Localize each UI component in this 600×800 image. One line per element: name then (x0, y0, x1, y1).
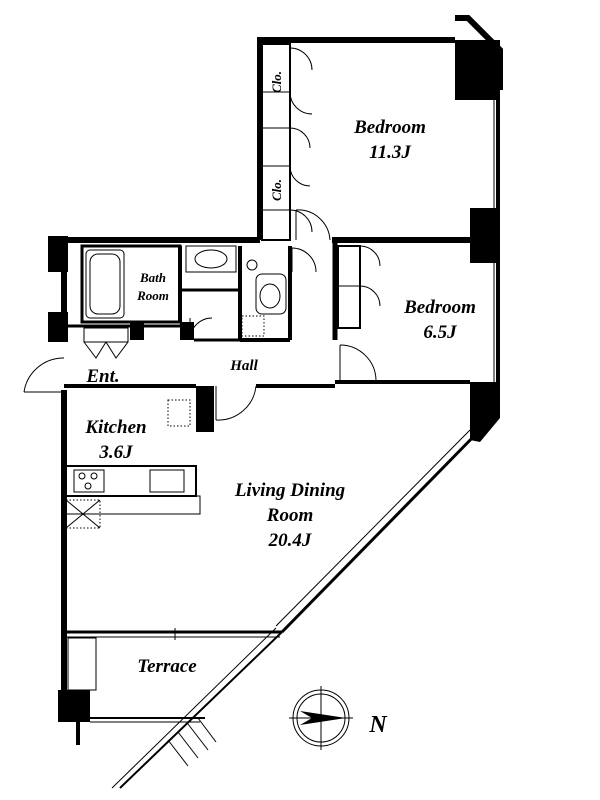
kitchen-name: Kitchen (84, 417, 146, 438)
living-name-line2: Room (266, 505, 313, 526)
compass-label: N (368, 712, 388, 738)
closet-label-top: Clo. (269, 71, 284, 93)
interior-walls (48, 237, 470, 515)
doors (23, 209, 377, 640)
bedroom2-size: 6.5J (423, 322, 457, 343)
terrace-label: Terrace (137, 656, 197, 677)
hall-label: Hall (229, 358, 258, 374)
living-size: 20.4J (268, 530, 312, 551)
bath-label-line1: Bath (139, 270, 166, 285)
room-labels: Bedroom 11.3J Bedroom 6.5J Bath Room Hal… (84, 71, 476, 677)
bedroom1-name: Bedroom (353, 117, 426, 138)
living-name-line1: Living Dining (234, 480, 345, 501)
exterior-walls (48, 15, 503, 789)
bedroom2-name: Bedroom (403, 297, 476, 318)
closets (83, 43, 381, 359)
closet-label-bottom: Clo. (269, 179, 284, 201)
bath-label-line2: Room (136, 288, 169, 303)
entrance-label: Ent. (85, 366, 119, 387)
north-arrow-icon (289, 686, 353, 750)
terrace-steps (167, 717, 217, 767)
bath-fixtures (65, 245, 287, 529)
kitchen-size: 3.6J (98, 442, 133, 463)
bedroom1-size: 11.3J (369, 142, 411, 163)
